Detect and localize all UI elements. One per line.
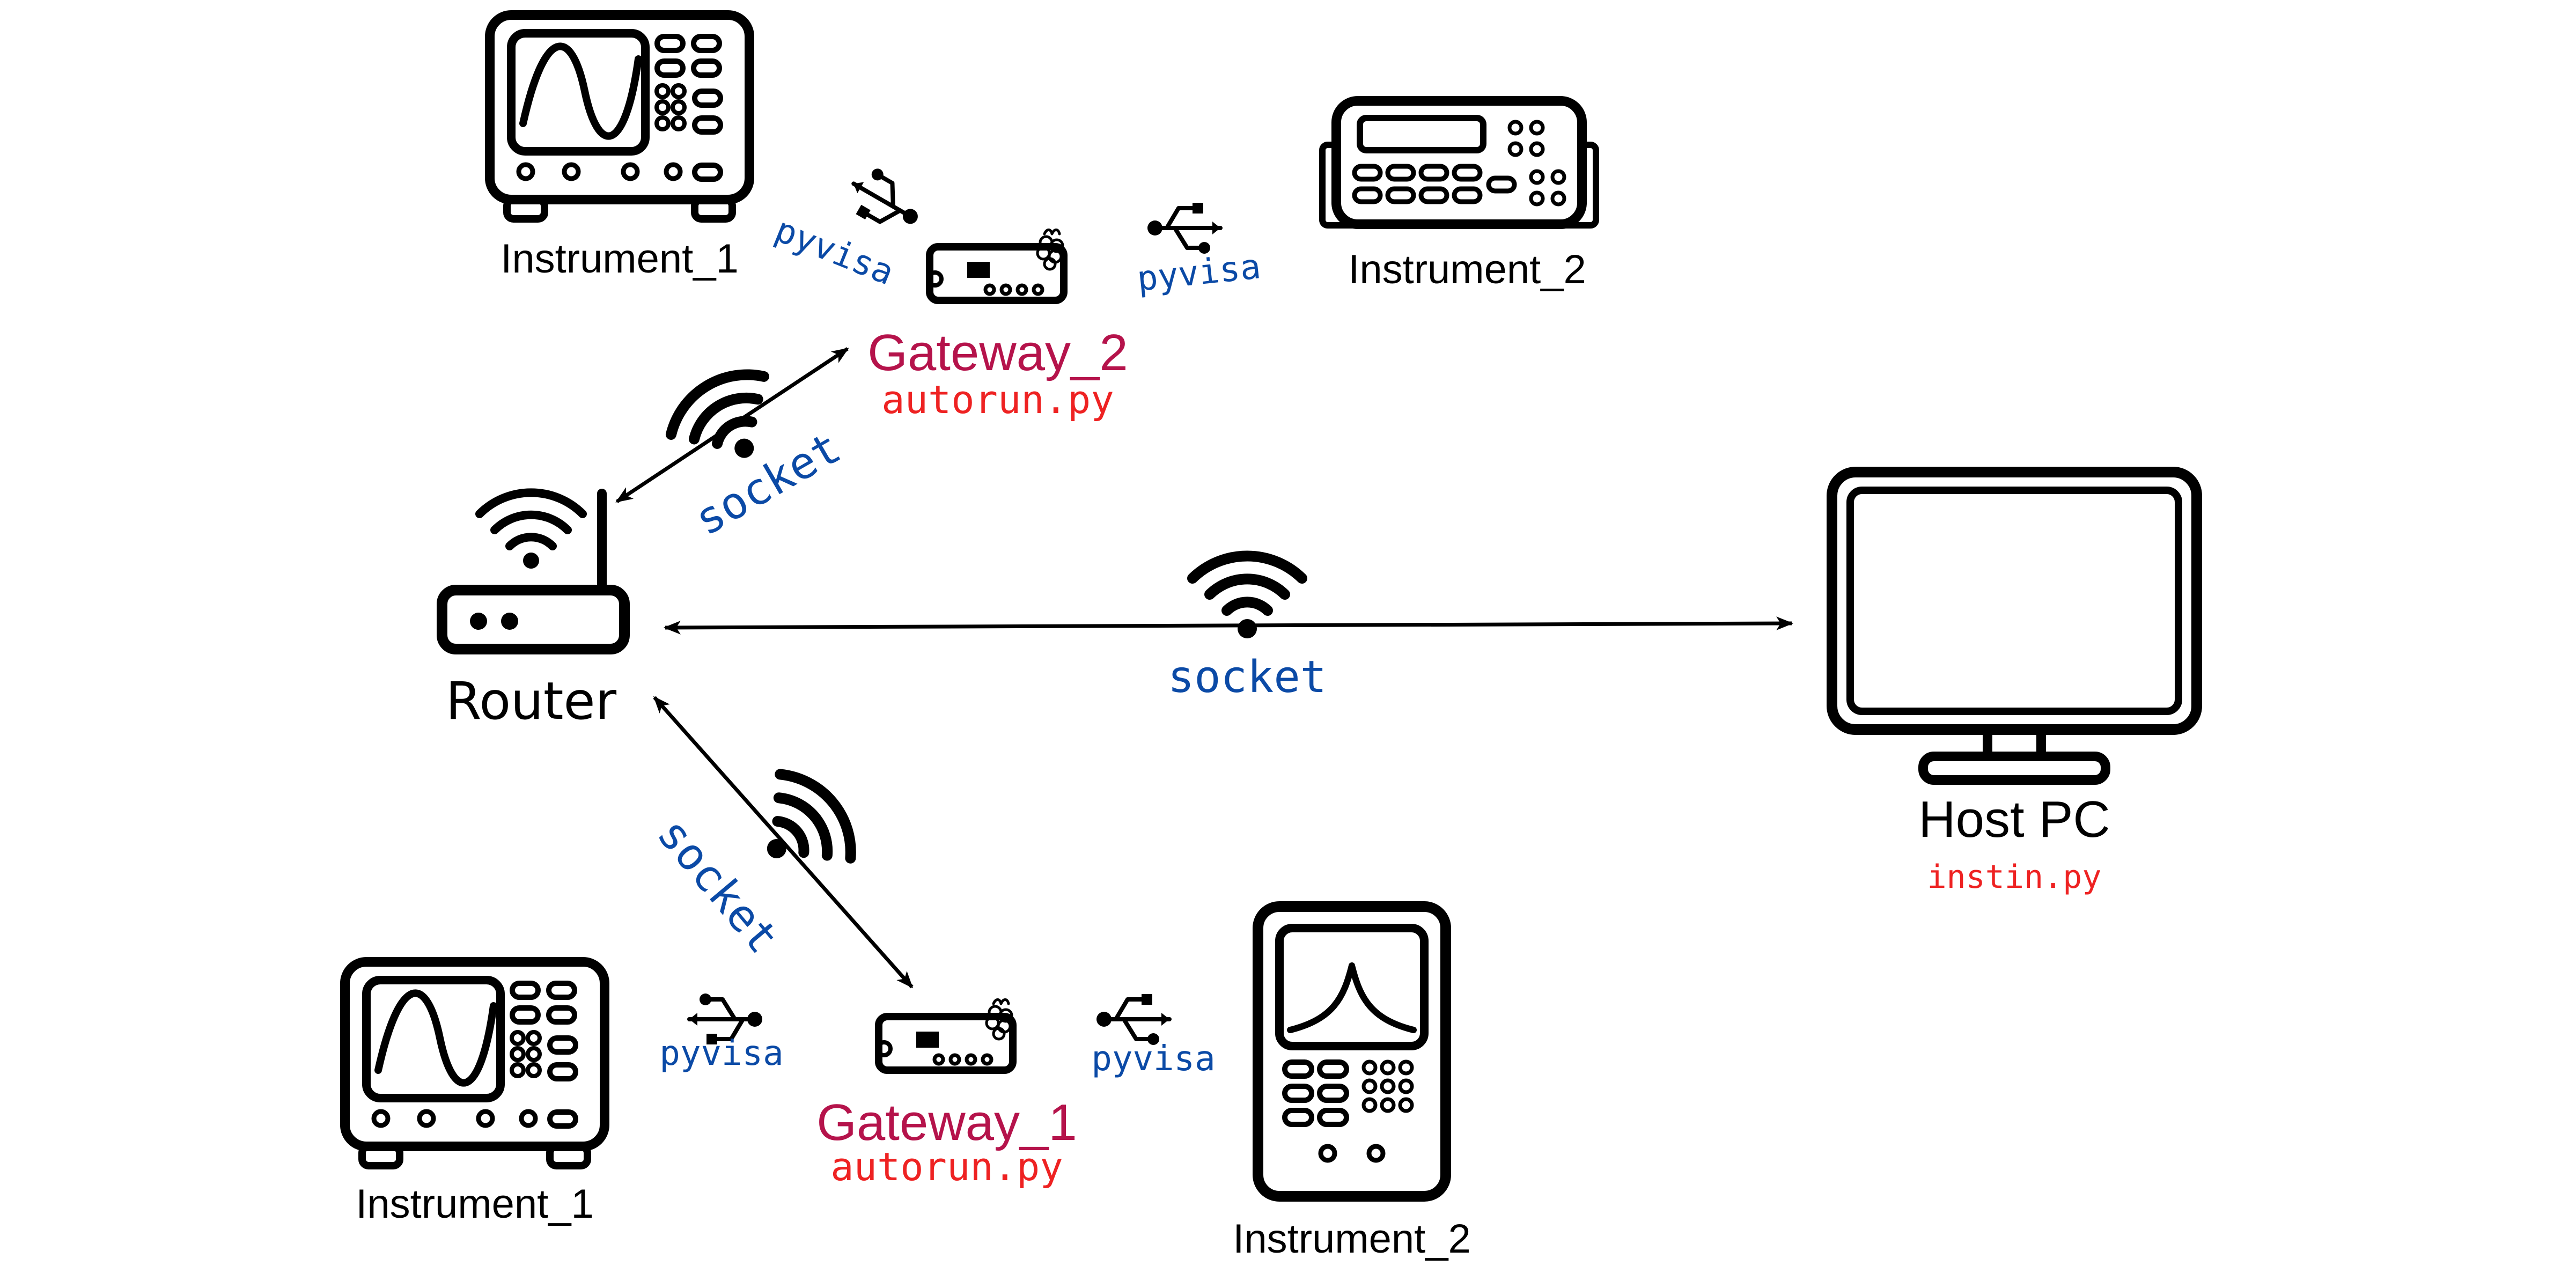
socket-label-host: socket	[1168, 652, 1327, 703]
multimeter-icon	[1319, 96, 1599, 229]
router-label: Router	[446, 671, 617, 731]
router-host-link	[663, 616, 1794, 635]
usb-icon	[841, 161, 930, 242]
wifi-icon	[734, 760, 867, 897]
instrument-top-right-label: Instrument_2	[1348, 247, 1586, 292]
gateway-bottom-script: autorun.py	[830, 1144, 1063, 1189]
usb-icon	[1096, 994, 1169, 1045]
pyvisa-label-bottom-right: pyvisa	[1091, 1039, 1215, 1079]
pyvisa-label-top-right: pyvisa	[1135, 247, 1263, 299]
raspberry-pi-icon	[878, 1000, 1013, 1071]
gateway-top-label: Gateway_2	[867, 324, 1128, 381]
instrument-bottom-right-label: Instrument_2	[1233, 1216, 1471, 1262]
host-label: Host PC	[1918, 791, 2110, 848]
pyvisa-label-bottom-left: pyvisa	[659, 1034, 783, 1073]
oscilloscope-icon	[345, 962, 605, 1166]
host-script: instin.py	[1927, 858, 2101, 896]
instrument-top-left-label: Instrument_1	[501, 236, 739, 282]
oscilloscope-icon	[490, 15, 749, 219]
usb-icon	[1147, 203, 1220, 254]
handheld-analyzer-icon	[1253, 901, 1451, 1202]
gateway-bottom-label: Gateway_1	[816, 1094, 1077, 1151]
socket-label-bottom: socket	[647, 809, 788, 963]
raspberry-pi-icon	[929, 230, 1064, 301]
monitor-icon	[1827, 467, 2202, 785]
gateway-top-script: autorun.py	[881, 377, 1114, 422]
router-icon	[437, 488, 630, 654]
instrument-bottom-left-label: Instrument_1	[356, 1181, 594, 1227]
